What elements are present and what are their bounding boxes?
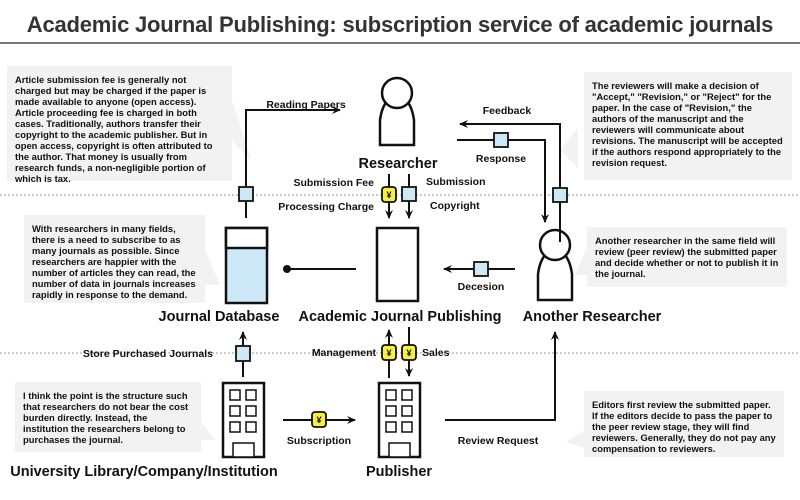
document-icon [473,261,489,277]
label-feedback: Feedback [483,105,532,117]
note-tail-institution [200,420,215,440]
node-researcher: Researcher [359,156,438,172]
node-another-researcher: Another Researcher [523,309,662,325]
money-icon [381,344,397,361]
publisher-building-icon [377,381,422,459]
journal-icon [375,226,420,303]
money-icon-glyph: ¥ [316,415,321,425]
another-researcher-icon [536,228,574,302]
diagram-title: Academic Journal Publishing: subscriptio… [26,12,774,37]
institution-building-icon [221,381,266,459]
node-journal-database: Journal Database [159,309,280,325]
label-submission: Submission [426,176,486,188]
label-subscription: Subscription [287,435,351,447]
money-icon [381,186,397,203]
node-academic-journal-publishing: Academic Journal Publishing [298,309,501,325]
edge-response [457,139,549,223]
money-icon-glyph: ¥ [386,348,391,358]
database-icon [224,226,269,305]
document-icon [235,345,251,362]
label-sales: Sales [422,347,450,359]
note-tail-reviewers [560,128,578,168]
document-icon [238,186,254,202]
note-tail-database [205,250,220,285]
money-icon-glyph: ¥ [406,348,411,358]
document-icon [552,187,568,203]
label-processing-charge: Processing Charge [278,201,374,213]
node-publisher: Publisher [366,464,432,480]
note-fees: Article submission fee is generally not … [7,66,232,184]
label-decision: Decesion [458,281,505,293]
label-management: Management [312,347,377,359]
label-reading-papers: Reading Papers [266,99,346,111]
note-database: With researchers in many fields, there i… [24,215,205,303]
note-editors: Editors first review the submitted paper… [584,391,784,457]
note-tail-peer [575,245,588,275]
label-submission-fee: Submission Fee [293,177,374,189]
note-institution: I think the point is the structure such … [15,382,201,452]
label-review-request: Review Request [458,435,539,447]
edge-review-request [445,331,559,421]
money-icon [401,344,417,361]
note-peer-review: Another researcher in the same field wil… [587,227,787,287]
document-icon [401,186,417,202]
researcher-icon [378,76,416,147]
document-icon [493,132,509,148]
label-store-purchased: Store Purchased Journals [83,348,213,360]
note-tail-editors [566,430,585,448]
money-icon [311,411,327,428]
money-icon-glyph: ¥ [386,190,391,200]
node-institution: University Library/Company/Institution [10,464,278,480]
label-copyright: Copyright [430,200,480,212]
edge-reading-papers [245,106,341,218]
title-divider [0,42,800,44]
note-reviewers: The reviewers will make a decision of "A… [584,72,792,180]
label-response: Response [476,153,526,165]
